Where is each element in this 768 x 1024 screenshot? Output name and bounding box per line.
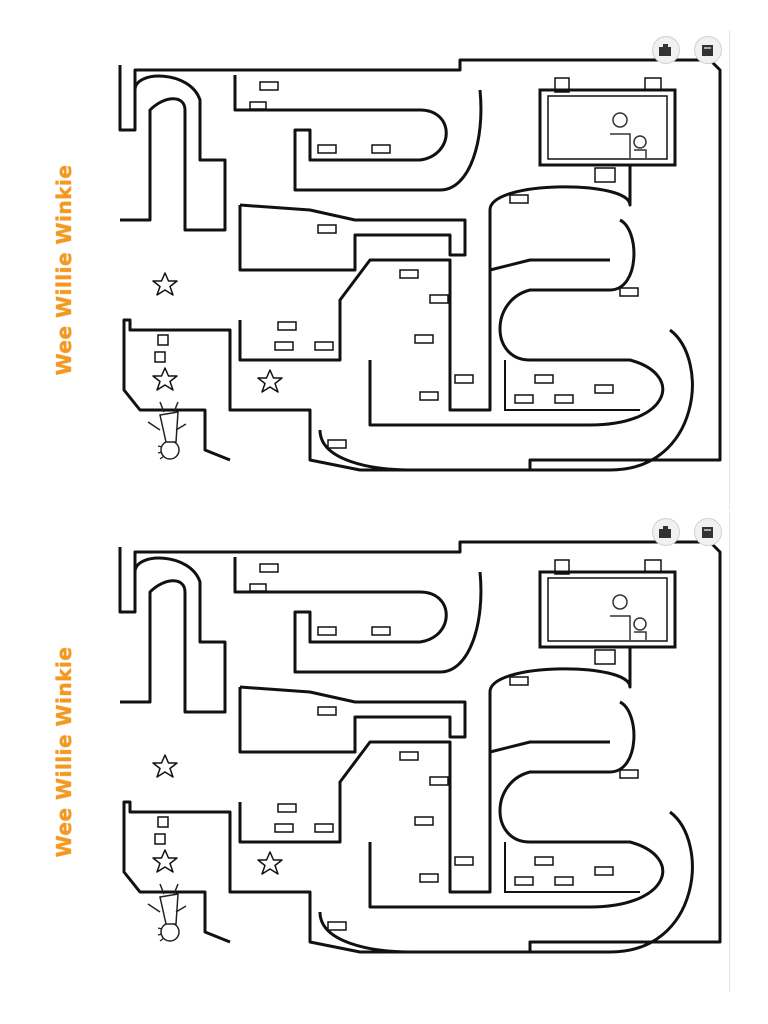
worksheet-bottom: Wee Willie Winkie <box>0 512 768 992</box>
camera-icon <box>652 36 680 64</box>
star-icon <box>257 851 283 875</box>
book-icon <box>694 518 722 546</box>
worksheet-title: Wee Willie Winkie <box>40 512 88 992</box>
corner-icons <box>642 518 732 548</box>
worksheet-title-text: Wee Willie Winkie <box>52 164 76 376</box>
edge-rule <box>729 512 730 992</box>
worksheet-top: Wee Willie Winkie <box>0 30 768 510</box>
star-icon <box>152 754 178 778</box>
star-icon <box>152 272 178 296</box>
worksheet-title-text: Wee Willie Winkie <box>52 646 76 858</box>
book-icon <box>694 36 722 64</box>
maze-drawing <box>118 58 722 472</box>
camera-icon <box>652 518 680 546</box>
star-icon <box>257 369 283 393</box>
maze-drawing <box>118 540 722 954</box>
edge-rule <box>729 30 730 510</box>
worksheet-title: Wee Willie Winkie <box>40 30 88 510</box>
star-icon <box>152 367 178 391</box>
corner-icons <box>642 36 732 66</box>
star-icon <box>152 849 178 873</box>
